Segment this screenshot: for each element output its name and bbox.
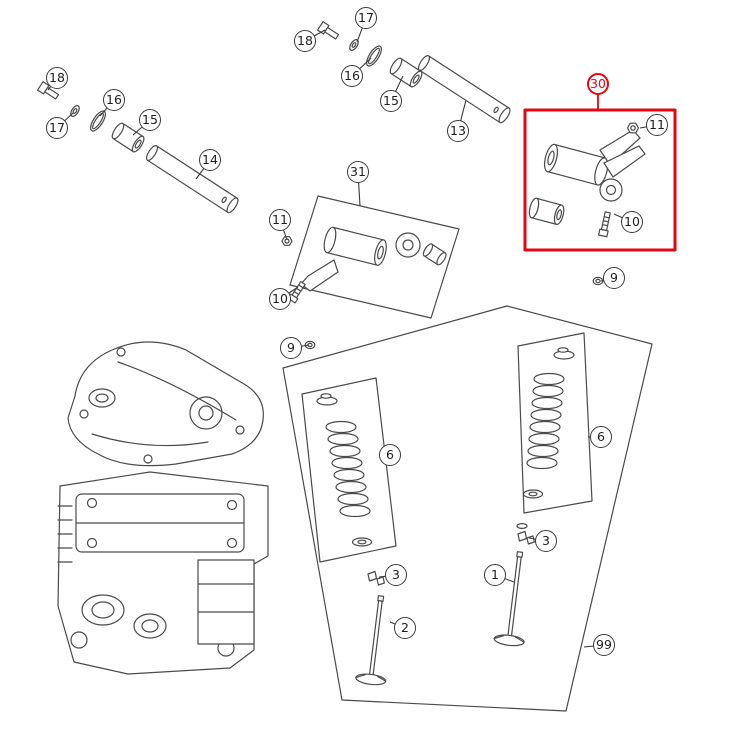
assembly-box-31 — [289, 195, 460, 319]
keepers-3-right-drawing — [516, 522, 535, 545]
valve-1-drawing — [493, 551, 525, 647]
washer-17-top-drawing — [349, 39, 359, 51]
valve-group-outline-99 — [282, 305, 653, 712]
callout-16a[interactable]: 16 — [103, 89, 125, 111]
callout-31[interactable]: 31 — [347, 161, 369, 183]
valve-spring-left-drawing — [316, 393, 373, 547]
callout-99[interactable]: 99 — [593, 634, 615, 656]
rocker-arm-31-drawing — [300, 226, 447, 292]
bushing-15-left-drawing — [111, 122, 145, 153]
keepers-3-left-drawing — [367, 570, 385, 586]
spring-box-left — [301, 377, 397, 563]
bolt-18-left-drawing — [36, 81, 60, 100]
callout-2[interactable]: 2 — [394, 617, 416, 639]
nut-11-mid-drawing — [281, 236, 293, 246]
valve-2-drawing — [355, 595, 387, 686]
rocker-arm-30-drawing — [528, 129, 646, 226]
clip-9-mid-drawing — [304, 340, 316, 350]
callout-10b[interactable]: 10 — [621, 211, 643, 233]
bolt-18-top-drawing — [316, 21, 340, 40]
valve-spring-right-drawing — [522, 347, 575, 499]
callout-6a[interactable]: 6 — [379, 444, 401, 466]
cylinder-head-drawing — [57, 471, 269, 675]
valve-cover-drawing — [67, 341, 264, 467]
callout-15b[interactable]: 15 — [380, 90, 402, 112]
callout-9a[interactable]: 9 — [603, 267, 625, 289]
callout-3b[interactable]: 3 — [535, 530, 557, 552]
oring-16-top-drawing — [366, 45, 382, 67]
callout-9b[interactable]: 9 — [280, 337, 302, 359]
callout-3a[interactable]: 3 — [385, 564, 407, 586]
callout-17b[interactable]: 17 — [355, 7, 377, 29]
callout-6b[interactable]: 6 — [590, 426, 612, 448]
callout-10a[interactable]: 10 — [269, 288, 291, 310]
callout-18a[interactable]: 18 — [46, 67, 68, 89]
callout-15a[interactable]: 15 — [139, 109, 161, 131]
bushing-15-top-drawing — [389, 57, 423, 88]
callout-13[interactable]: 13 — [447, 120, 469, 142]
spring-box-right — [517, 332, 593, 514]
callout-14[interactable]: 14 — [199, 149, 221, 171]
shaft-14-drawing — [145, 145, 239, 214]
highlight-box-30[interactable] — [523, 108, 677, 252]
callout-11a[interactable]: 11 — [269, 209, 291, 231]
callout-1[interactable]: 1 — [484, 564, 506, 586]
screw-10-right-drawing — [598, 211, 611, 238]
callout-18b[interactable]: 18 — [294, 30, 316, 52]
nut-11-right-drawing — [626, 122, 640, 134]
callout-16b[interactable]: 16 — [341, 65, 363, 87]
callout-17a[interactable]: 17 — [46, 117, 68, 139]
oring-16-left-drawing — [90, 110, 106, 132]
callout-11b[interactable]: 11 — [646, 114, 668, 136]
shaft-13-drawing — [417, 55, 511, 124]
callout-30[interactable]: 30 — [587, 73, 609, 95]
